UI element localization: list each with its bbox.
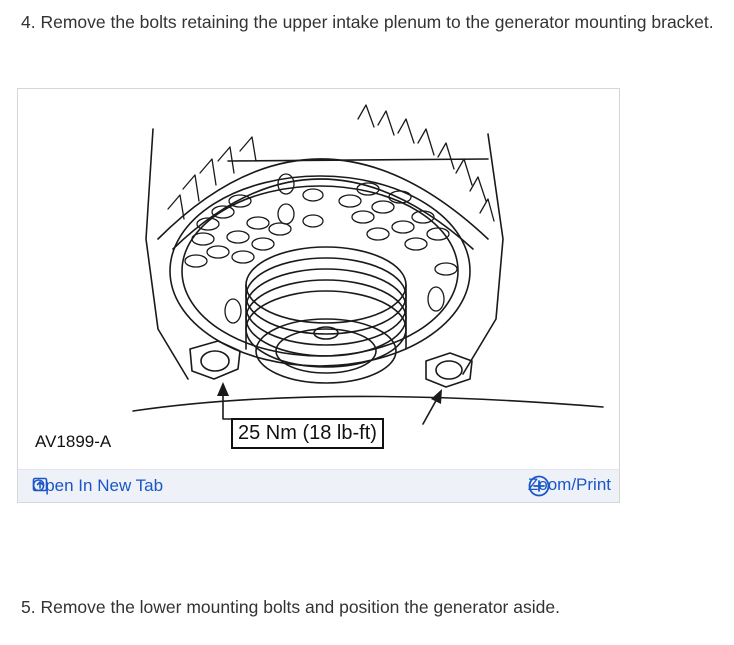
figure-footer: Open In New Tab Zoom/Print xyxy=(18,469,619,502)
illustration-figure: AV1899-A 25 Nm (18 lb-ft) Open In New Ta… xyxy=(17,88,620,503)
open-in-new-tab-icon xyxy=(32,477,48,492)
step-5-instruction: 5. Remove the lower mounting bolts and p… xyxy=(21,597,560,617)
plus-circle-icon xyxy=(528,475,550,497)
generator-illustration xyxy=(132,104,604,425)
open-in-new-tab-link[interactable]: Open In New Tab xyxy=(32,476,163,496)
step-4-instruction: 4. Remove the bolts retaining the upper … xyxy=(21,12,714,32)
zoom-print-link[interactable]: Zoom/Print xyxy=(528,475,611,497)
torque-callout: 25 Nm (18 lb-ft) xyxy=(231,418,384,449)
open-in-new-tab-label: Open In New Tab xyxy=(32,476,164,495)
figure-id-label: AV1899-A xyxy=(35,432,112,451)
